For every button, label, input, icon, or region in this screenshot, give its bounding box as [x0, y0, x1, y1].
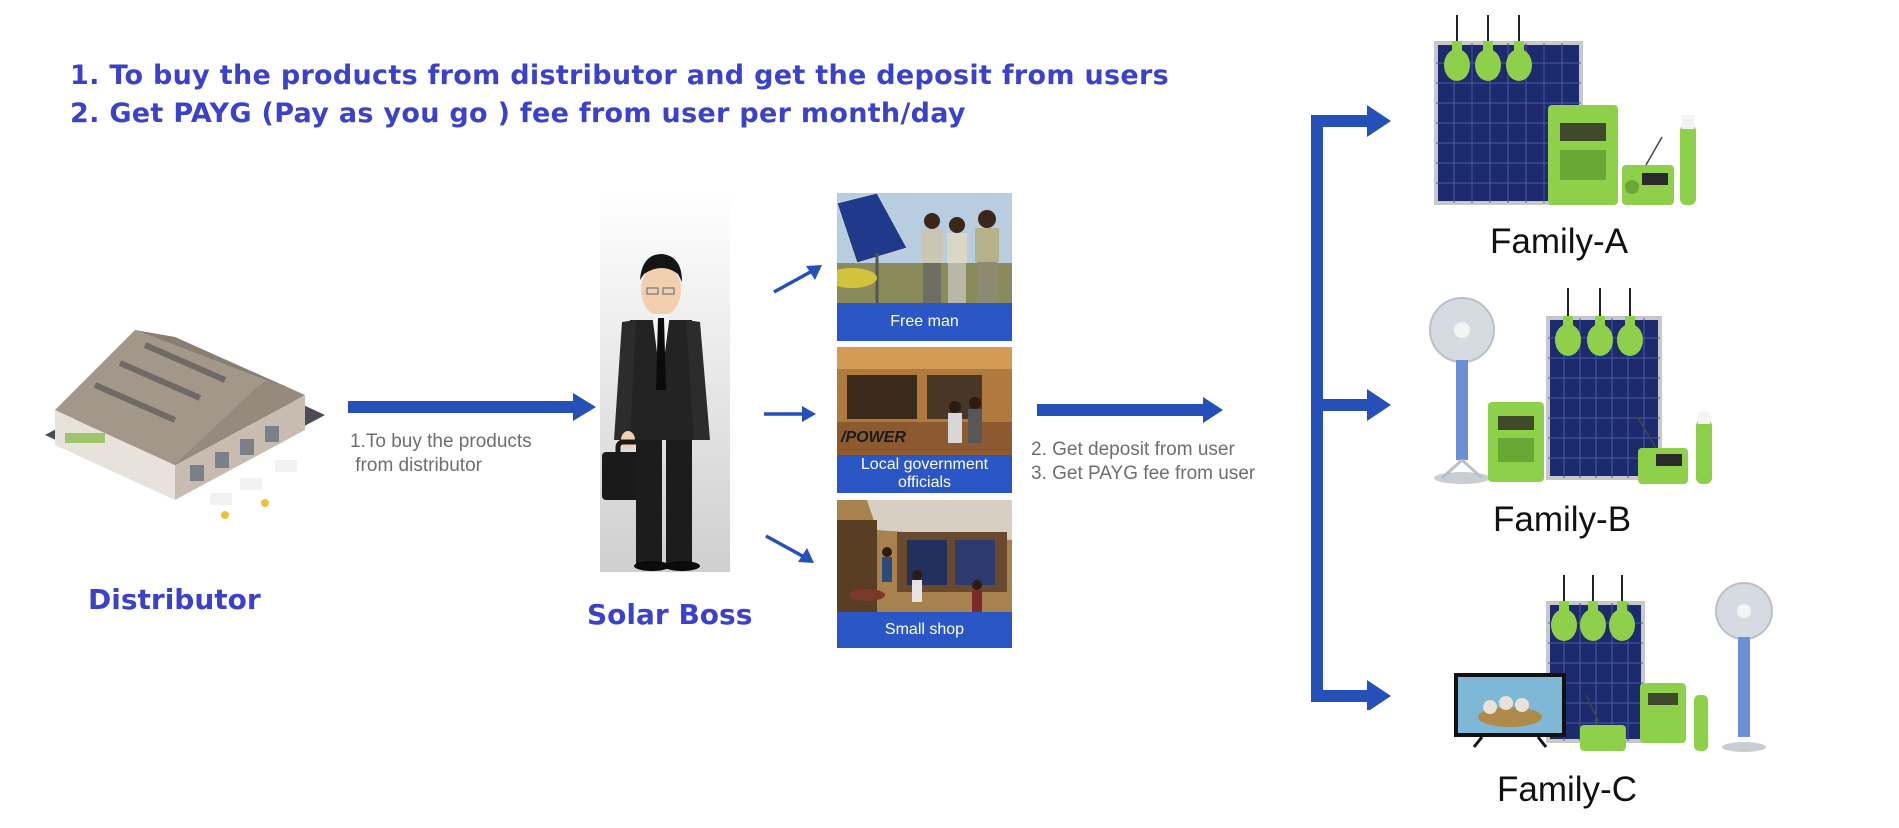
arrow-to-officials [764, 406, 816, 422]
small-shop-caption: Small shop [837, 612, 1012, 648]
free-man-caption: Free man [837, 303, 1012, 341]
family-a-product-kit [1434, 15, 1696, 205]
family-bracket-connector [1311, 105, 1391, 710]
shop-sign-text: /POWER [840, 429, 906, 446]
officials-photo: /POWER [837, 347, 1012, 457]
buy-note: 1.To buy the products from distributor [350, 431, 532, 476]
warehouse-illustration [45, 330, 325, 519]
solar-boss-label: Solar Boss [587, 598, 753, 631]
distributor-label: Distributor [88, 583, 261, 616]
solar-boss-figure [600, 190, 730, 572]
arrow-to-solar-boss [348, 393, 596, 421]
headline-line-1: 1. To buy the products from distributor … [70, 60, 1169, 91]
family-a-label: Family-A [1490, 222, 1629, 261]
arrow-to-families [1037, 397, 1223, 423]
family-c-label: Family-C [1497, 770, 1637, 809]
family-c-product-kit [1454, 575, 1773, 752]
family-b-label: Family-B [1493, 500, 1632, 539]
agent-card-officials: /POWER Local government officials [837, 347, 1012, 493]
small-shop-photo [837, 500, 1012, 612]
agent-card-free-man: Free man [837, 193, 1012, 341]
deposit-note: 2. Get deposit from user 3. Get PAYG fee… [1031, 439, 1256, 484]
arrow-to-free-man [773, 265, 822, 294]
headline-line-2: 2. Get PAYG (Pay as you go ) fee from us… [70, 98, 966, 129]
arrow-to-small-shop [765, 534, 814, 563]
officials-caption: Local government officials [837, 455, 1012, 493]
agent-card-small-shop: Small shop [837, 500, 1012, 648]
family-b-product-kit [1429, 288, 1712, 484]
free-man-photo [837, 193, 1012, 303]
